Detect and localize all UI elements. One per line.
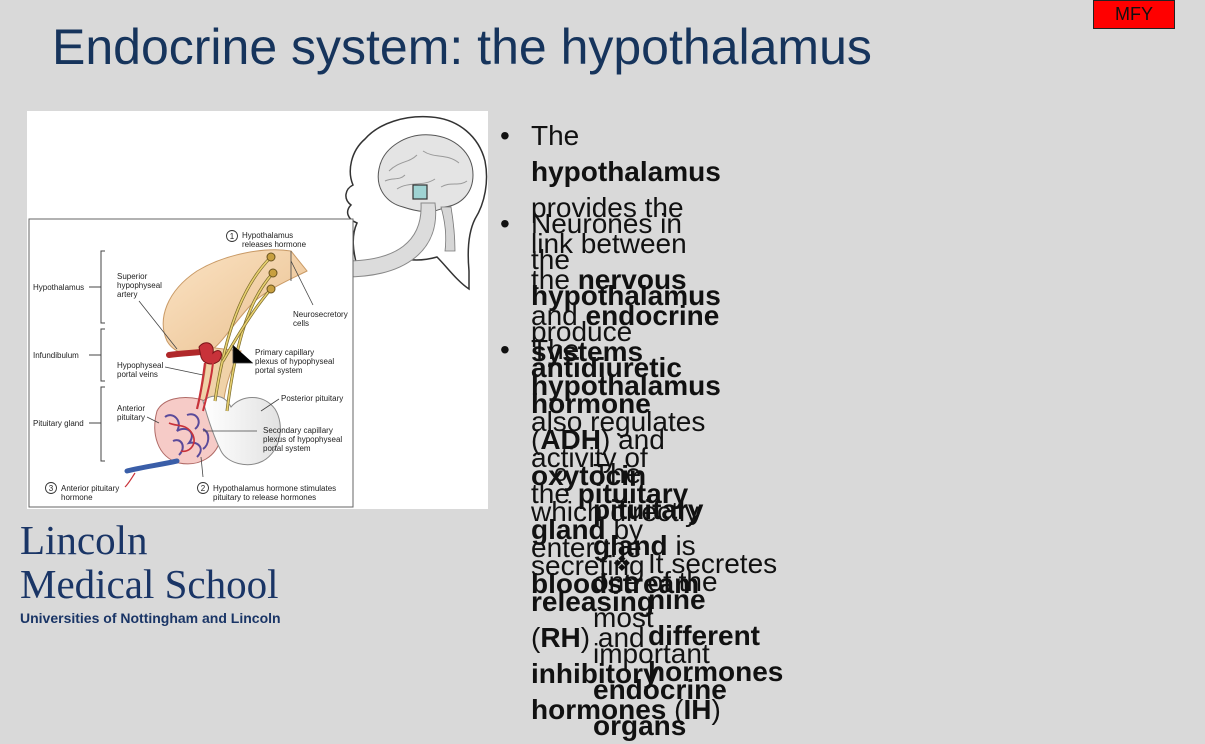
anterior-pituitary-label-line1: Anterior (117, 404, 145, 413)
bullet5-line1: It secretes nine different hormones (648, 548, 784, 687)
posterior-pituitary-label: Posterior pituitary (281, 394, 343, 403)
slide: Endocrine system: the hypothalamus MFY (20, 0, 1175, 741)
superior-artery-label-line3: artery (117, 290, 137, 299)
sub-bullet-marker: o (554, 460, 568, 487)
primary-plexus (198, 342, 222, 365)
bullet1-line2: the nervous and endocrine systems (531, 264, 720, 367)
neuron-cell-3 (266, 284, 276, 294)
primary-plexus-label-line1: Primary capillary (255, 348, 314, 357)
infundibulum-label: Infundibulum (33, 351, 79, 360)
hypothalamus-diagram: 1 Hypothalamus releases hormone Hypothal… (27, 111, 488, 509)
secondary-plexus-label-line1: Secondary capillary (263, 426, 333, 435)
bullet-marker: • (500, 120, 510, 151)
portal-veins-label-line2: portal veins (117, 370, 158, 379)
neurosecretory-label-line2: cells (293, 319, 309, 328)
bullet3-line1: The hypothalamus also regulates activity… (531, 334, 721, 473)
logo-line2: Medical School (20, 561, 279, 607)
slide-title: Endocrine system: the hypothalamus (52, 19, 872, 75)
bullet2-line2: antidiuretic hormone (ADH) and oxytocin (531, 352, 682, 491)
step3-label-line2: hormone (61, 493, 93, 502)
brain-folds (384, 150, 468, 190)
superior-artery-label-line2: hypophyseal (117, 281, 162, 290)
primary-plexus-label-line3: portal system (255, 366, 303, 375)
diamond-bullet-icon: ❖ (612, 551, 632, 576)
neuron-cell-1 (266, 252, 276, 262)
pituitary-bracket (100, 386, 105, 462)
pituitary-gland-label: Pituitary gland (33, 419, 84, 428)
bullet2-line3: which directly enter the bloodstream (531, 496, 700, 599)
lincoln-medical-school-logo: Lincoln Medical School Universities of N… (20, 518, 281, 626)
bullet4-line1: The pituitary gland is one of the most (593, 458, 718, 633)
neurosecretory-label-line1: Neurosecretory (293, 310, 348, 319)
step3-label-line1: Anterior pituitary (61, 484, 119, 493)
step1-label-line1: Hypothalamus (242, 231, 293, 240)
step3-number: 3 (49, 484, 54, 493)
hypothalamus-label: Hypothalamus (33, 283, 84, 292)
diagram-svg: 1 Hypothalamus releases hormone Hypothal… (28, 115, 488, 508)
bullet-marker: • (500, 208, 510, 239)
posterior-pituitary (202, 395, 281, 466)
step2-label-line1: Hypothalamus hormone stimulates (213, 484, 336, 493)
bullet1-line1: The hypothalamus provides the link betwe… (531, 120, 721, 259)
superior-artery-label-line1: Superior (117, 272, 148, 281)
outflow-vein (124, 458, 180, 474)
logo-line1: Lincoln (20, 517, 148, 563)
bullet-marker: • (500, 334, 510, 365)
mfy-badge: MFY (1093, 0, 1175, 29)
brainstem (440, 206, 456, 252)
logo-line3: Universities of Nottingham and Lincoln (20, 610, 281, 626)
step2-label-line2: pituitary to release hormones (213, 493, 316, 502)
step1-number: 1 (230, 232, 235, 241)
secondary-plexus-label-line2: plexus of hypophyseal (263, 435, 342, 444)
portal-veins (195, 362, 207, 410)
secondary-plexus-label-line3: portal system (263, 444, 311, 453)
zoom-box (412, 184, 428, 200)
anterior-pituitary-label-line2: pituitary (117, 413, 145, 422)
step2-number: 2 (201, 484, 206, 493)
brain-outline (377, 134, 474, 213)
primary-plexus-label-line2: plexus of hypophyseal (255, 357, 334, 366)
neuron-cell-2 (268, 268, 278, 278)
step1-label-line2: releases hormone (242, 240, 307, 249)
portal-veins-label-line1: Hypophyseal (117, 361, 163, 370)
bullet2-line1: Neurones in the hypothalamus produce (531, 208, 721, 347)
bullet3-line2: the pituitary gland by secreting releasi… (531, 478, 689, 617)
